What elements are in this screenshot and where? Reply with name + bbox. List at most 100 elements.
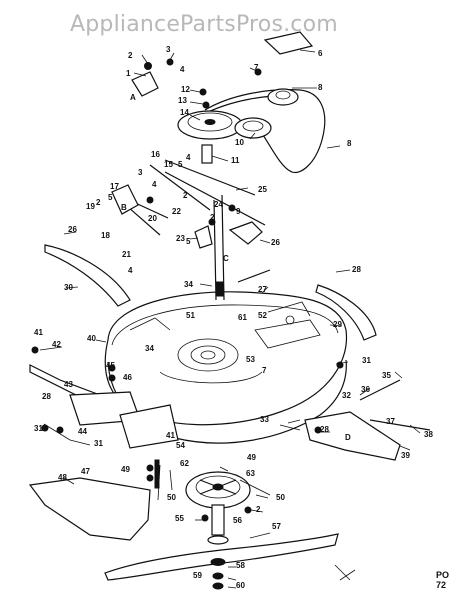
- callout-52: 52: [258, 311, 267, 320]
- callout-42: 42: [52, 340, 61, 349]
- callout-27: 27: [258, 285, 267, 294]
- callout-4: 4: [186, 153, 191, 162]
- callout-57: 57: [272, 522, 281, 531]
- callout-21: 21: [122, 250, 131, 259]
- callout-2: 2: [128, 51, 133, 60]
- callout-7: 7: [254, 63, 259, 72]
- callout-2-5: 2: [256, 505, 261, 514]
- callout-45: 45: [106, 361, 115, 370]
- leader-lines: [39, 49, 421, 589]
- linkage-rods: [111, 31, 314, 301]
- callout-54: 54: [176, 441, 185, 450]
- callout-25: 25: [258, 185, 267, 194]
- callout-32: 32: [342, 391, 351, 400]
- assembly-letter-a: A: [130, 93, 136, 102]
- callout-49-2: 49: [247, 453, 256, 462]
- callout-50: 50: [167, 493, 176, 502]
- callout-59: 59: [193, 571, 202, 580]
- callout-34: 34: [184, 280, 193, 289]
- callout-26: 26: [68, 225, 77, 234]
- callout-5-3: 5: [178, 160, 183, 169]
- right-side-brackets: [279, 284, 431, 461]
- callout-43: 43: [64, 380, 73, 389]
- callout-3: 3: [166, 45, 171, 54]
- callout-24: 24: [214, 200, 223, 209]
- callout-62: 62: [180, 459, 189, 468]
- callout-39: 39: [401, 451, 410, 460]
- callout-41-2: 41: [166, 431, 175, 440]
- callout-16: 16: [151, 150, 160, 159]
- callout-4-4: 4: [128, 266, 133, 275]
- callout-7-2: 7: [262, 366, 267, 375]
- callout-8-2: 8: [347, 139, 352, 148]
- callout-10: 10: [235, 138, 244, 147]
- left-side-brackets: [28, 244, 179, 541]
- assembly-letter-b: B: [121, 203, 127, 212]
- callout-4-3: 4: [180, 65, 185, 74]
- callout-36: 36: [361, 385, 370, 394]
- drive-belt-and-pulleys: [177, 88, 326, 174]
- callout-4-2: 4: [152, 180, 157, 189]
- callout-17: 17: [110, 182, 119, 191]
- page-code: PO 72: [436, 570, 449, 590]
- callout-12: 12: [181, 85, 190, 94]
- callout-56: 56: [233, 516, 242, 525]
- callout-28: 28: [352, 265, 361, 274]
- callout-60: 60: [236, 581, 245, 590]
- page-code-line-2: 72: [436, 580, 447, 590]
- callout-28-3: 28: [320, 425, 329, 434]
- callout-8: 8: [318, 83, 323, 92]
- callout-47: 47: [81, 467, 90, 476]
- callout-31: 31: [362, 356, 371, 365]
- callout-15: 15: [164, 160, 173, 169]
- callout-30: 30: [64, 283, 73, 292]
- callout-labels: 1222223344445556778891011121314151617181…: [34, 45, 433, 590]
- callout-63: 63: [246, 469, 255, 478]
- page-code-line-1: PO: [436, 570, 450, 580]
- callout-28-2: 28: [42, 392, 51, 401]
- callout-44: 44: [78, 427, 87, 436]
- callout-14: 14: [180, 108, 189, 117]
- callout-58: 58: [236, 561, 245, 570]
- callout-9: 9: [236, 207, 241, 216]
- callout-49: 49: [121, 465, 130, 474]
- assembly-letter-c: C: [223, 254, 229, 263]
- callout-37: 37: [386, 417, 395, 426]
- callout-50-2: 50: [276, 493, 285, 502]
- callout-1: 1: [126, 69, 131, 78]
- hardware-fasteners: [31, 58, 344, 522]
- callout-34-2: 34: [145, 344, 154, 353]
- watermark-text: AppliancePartsPros.com: [70, 12, 338, 37]
- callout-26-2: 26: [271, 238, 280, 247]
- callout-23: 23: [176, 234, 185, 243]
- callout-2-4: 2: [183, 191, 188, 200]
- callout-48: 48: [58, 473, 67, 482]
- callout-40: 40: [87, 334, 96, 343]
- callout-38: 38: [424, 430, 433, 439]
- callout-3-2: 3: [138, 168, 143, 177]
- callout-2-3: 2: [210, 213, 215, 222]
- callout-5: 5: [108, 193, 113, 202]
- callout-35: 35: [382, 371, 391, 380]
- callout-11: 11: [231, 156, 240, 165]
- callout-18: 18: [101, 231, 110, 240]
- blade-spindle-assembly: [104, 464, 356, 590]
- callout-33: 33: [260, 415, 269, 424]
- callout-6: 6: [318, 49, 323, 58]
- callout-53: 53: [246, 355, 255, 364]
- callout-2-2: 2: [96, 198, 101, 207]
- assembly-letter-d: D: [345, 433, 351, 442]
- callout-46: 46: [123, 373, 132, 382]
- callout-29: 29: [333, 320, 342, 329]
- callout-41: 41: [34, 328, 43, 337]
- callout-22: 22: [172, 207, 181, 216]
- mower-deck-housing: [104, 291, 348, 444]
- callout-31-3: 31: [34, 424, 43, 433]
- callout-51: 51: [186, 311, 195, 320]
- callout-13: 13: [178, 96, 187, 105]
- callout-55: 55: [175, 514, 184, 523]
- callout-5-2: 5: [186, 237, 191, 246]
- callout-31-2: 31: [94, 439, 103, 448]
- callout-20: 20: [148, 214, 157, 223]
